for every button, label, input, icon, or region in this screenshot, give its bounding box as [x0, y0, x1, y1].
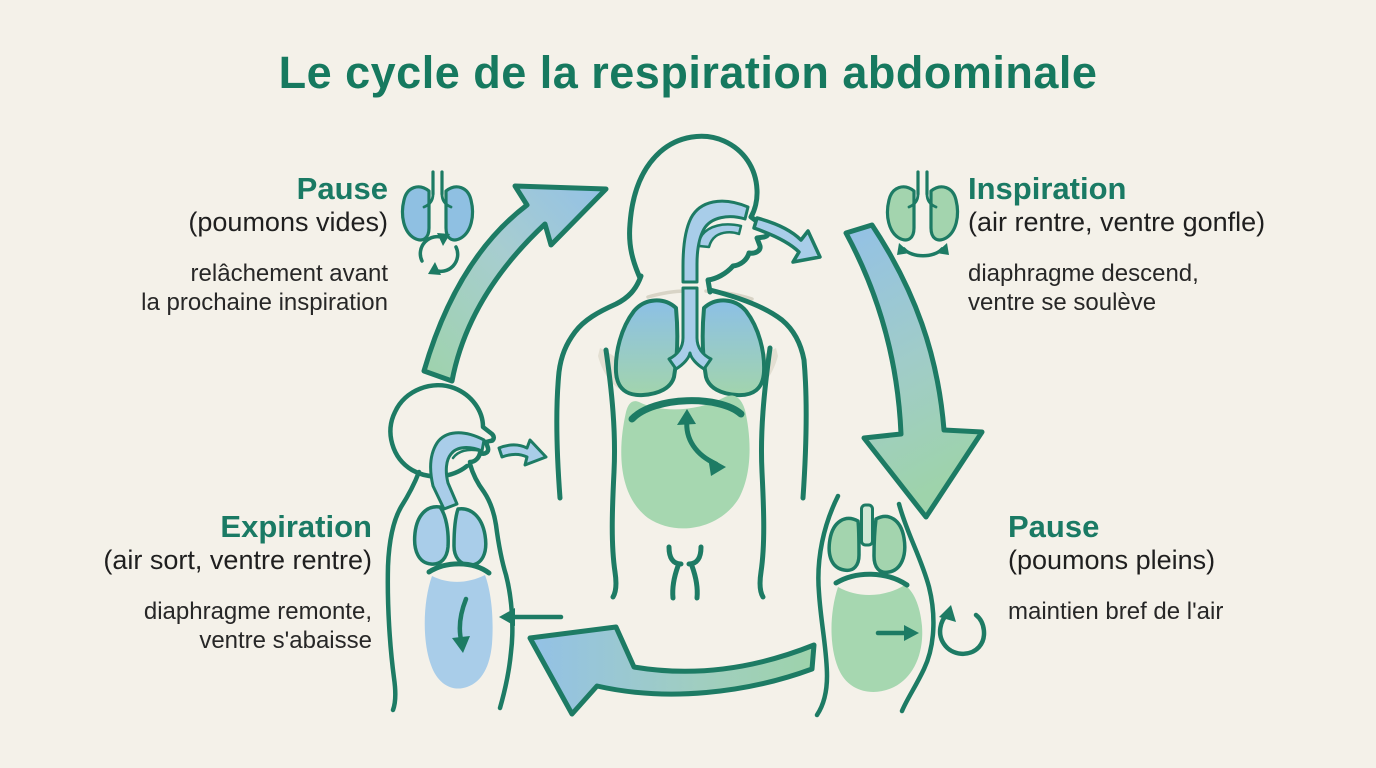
stage-subtitle: (air rentre, ventre gonfle): [968, 207, 1266, 238]
arrow-inspiration-to-pause: [843, 222, 985, 520]
stage-block-pause-full: Pause (poumons pleins) maintien bref de …: [1008, 509, 1348, 627]
head-outline: [388, 383, 496, 479]
hold-cycle-icon: [937, 605, 987, 656]
stage-desc-line: la prochaine inspiration: [141, 289, 388, 317]
lungs: [412, 505, 488, 567]
front-line: [467, 461, 515, 711]
stage-desc-line: diaphragme descend,: [968, 259, 1199, 287]
right-shoulder: [707, 287, 809, 501]
stage-subtitle: (poumons pleins): [1008, 545, 1216, 576]
stage-title: Inspiration: [968, 171, 1127, 206]
ventre-rentre-arrow: [499, 608, 564, 626]
stage-desc-line: ventre s'abaisse: [199, 627, 372, 655]
stage-desc-line: ventre se soulève: [968, 289, 1157, 317]
left-shoulder: [554, 273, 644, 501]
body-right-line: [896, 501, 936, 714]
pause-full-figure: [814, 493, 987, 718]
airway: [429, 431, 486, 511]
torso-right: [757, 345, 773, 600]
body-left-line: [814, 493, 841, 718]
air-out-arrow: [497, 438, 548, 467]
abdomen-motion-arrow: [677, 409, 726, 476]
stage-description: maintien bref de l'air: [1008, 597, 1348, 627]
diaphragm: [628, 397, 745, 423]
page-title: Le cycle de la respiration abdominale: [278, 47, 1098, 98]
stage-block-inspiration: Inspiration (air rentre, ventre gonfle) …: [968, 171, 1358, 318]
stage-desc-line: relâchement avant: [190, 259, 388, 287]
lungs-expand-icon: [885, 170, 960, 242]
stage-title: Expiration: [220, 509, 372, 544]
diaphragm: [833, 571, 910, 588]
trachea: [667, 286, 713, 371]
legs: [666, 544, 704, 601]
expand-arc-icon: [897, 243, 949, 258]
arrow-pause-to-inspiration: [421, 183, 609, 384]
stage-desc-line: maintien bref de l'air: [1008, 597, 1224, 625]
expiration-figure: [385, 383, 564, 713]
belly: [831, 585, 923, 692]
head-outline: [627, 133, 771, 295]
lungs: [827, 514, 907, 575]
stage-description: diaphragme descend, ventre se soulève: [968, 259, 1358, 318]
belly-out-arrow: [875, 625, 919, 641]
abdomen: [621, 395, 750, 529]
torso-left: [603, 347, 619, 600]
airway: [667, 199, 750, 371]
arrow-pause-to-expiration: [527, 624, 817, 717]
stage-description: relâchement avant la prochaine inspirati…: [36, 259, 388, 318]
stage-subtitle: (poumons vides): [188, 207, 388, 238]
stage-subtitle: (air sort, ventre rentre): [103, 545, 372, 576]
diaphragm: [426, 561, 492, 576]
trachea: [860, 503, 874, 547]
stage-title: Pause: [296, 171, 388, 206]
cycle-arrows-icon: [418, 233, 460, 275]
stage-description: diaphragme remonte, ventre s'abaisse: [28, 597, 372, 656]
mouth-air-arrow: [752, 216, 822, 264]
stage-desc-line: diaphragme remonte,: [143, 597, 372, 625]
stage-title: Pause: [1008, 509, 1100, 544]
back-line: [385, 469, 422, 713]
center-figure: [554, 133, 822, 601]
lungs-empty-icon: [400, 170, 475, 242]
stage-block-expiration: Expiration (air sort, ventre rentre) dia…: [28, 509, 372, 656]
belly-down-arrow: [452, 596, 470, 653]
stage-block-pause-empty: Pause (poumons vides) relâchement avant …: [36, 171, 388, 318]
